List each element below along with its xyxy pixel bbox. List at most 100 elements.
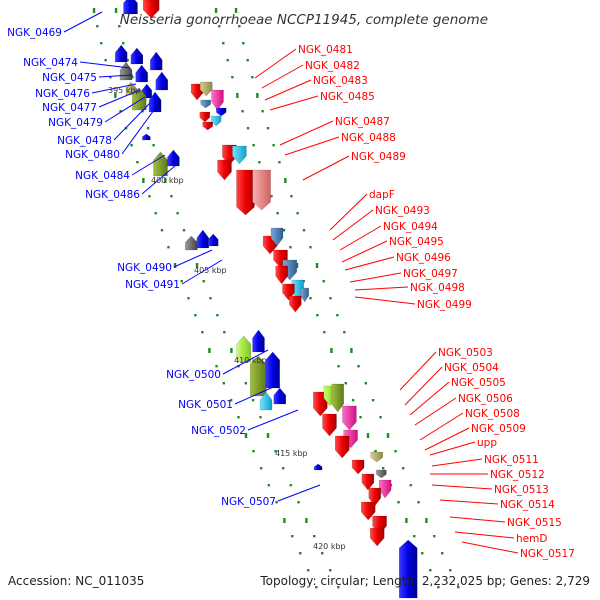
gene-label[interactable]: upp [477, 437, 497, 449]
forward-gene-arrow[interactable] [351, 459, 365, 475]
forward-gene-arrow[interactable] [252, 169, 271, 211]
reverse-gene-arrow[interactable] [135, 64, 148, 83]
reverse-gene-arrow[interactable] [149, 51, 163, 71]
gene-label[interactable]: NGK_0511 [484, 454, 539, 466]
gene-label[interactable]: NGK_0504 [444, 362, 499, 374]
gene-label[interactable]: NGK_0478 [57, 135, 112, 147]
forward-gene-arrow[interactable] [270, 227, 284, 247]
gene-label[interactable]: NGK_0484 [75, 170, 130, 182]
kbp-scale-label: 410 kbp [234, 356, 267, 365]
gene-label[interactable]: NGK_0501 [178, 399, 233, 411]
gene-label[interactable]: NGK_0469 [7, 27, 62, 39]
forward-gene-arrow[interactable] [368, 487, 382, 507]
gene-label[interactable]: NGK_0496 [396, 252, 451, 264]
reverse-gene-arrow[interactable] [130, 47, 144, 65]
reverse-gene-arrow[interactable] [148, 91, 162, 113]
gene-label[interactable]: NGK_0483 [313, 75, 368, 87]
reverse-gene-arrow[interactable] [398, 539, 418, 599]
forward-gene-arrow[interactable] [199, 111, 211, 123]
gene-label[interactable]: NGK_0482 [305, 60, 360, 72]
forward-gene-arrow[interactable] [342, 405, 357, 431]
gene-label[interactable]: NGK_0503 [438, 347, 493, 359]
forward-gene-arrow[interactable] [275, 265, 288, 285]
forward-gene-arrow[interactable] [361, 473, 375, 491]
reverse-gene-arrow[interactable] [313, 463, 323, 471]
reverse-gene-arrow[interactable] [119, 61, 133, 81]
gene-label[interactable]: NGK_0490 [117, 262, 172, 274]
forward-gene-arrow[interactable] [331, 383, 344, 413]
forward-gene-arrow[interactable] [202, 121, 213, 131]
reverse-gene-arrow[interactable] [114, 44, 128, 63]
forward-gene-arrow[interactable] [289, 295, 302, 313]
gene-label[interactable]: NGK_0493 [375, 205, 430, 217]
gene-label[interactable]: NGK_0514 [500, 499, 555, 511]
gene-label[interactable]: NGK_0498 [410, 282, 465, 294]
forward-gene-arrow[interactable] [369, 527, 385, 547]
gene-label[interactable]: NGK_0499 [417, 299, 472, 311]
gene-label[interactable]: NGK_0481 [298, 44, 353, 56]
gene-label[interactable]: NGK_0479 [48, 117, 103, 129]
gene-label[interactable]: NGK_0485 [320, 91, 375, 103]
forward-gene-arrow[interactable] [142, 0, 160, 19]
reverse-gene-arrow[interactable] [265, 351, 280, 389]
gene-label[interactable]: NGK_0512 [490, 469, 545, 481]
forward-gene-arrow[interactable] [211, 89, 224, 111]
forward-gene-arrow[interactable] [232, 145, 247, 165]
map-title-text: Neisseria gonorrhoeae NCCP11945, complet… [119, 12, 488, 28]
label-leader-line [173, 249, 213, 268]
gene-label[interactable]: NGK_0497 [403, 268, 458, 280]
forward-gene-arrow[interactable] [322, 413, 337, 437]
gene-label[interactable]: NGK_0505 [451, 377, 506, 389]
label-leader-line [234, 383, 281, 405]
gene-label[interactable]: NGK_0491 [125, 279, 180, 291]
reverse-gene-arrow[interactable] [207, 233, 219, 247]
gene-label[interactable]: NGK_0513 [494, 484, 549, 496]
forward-gene-arrow[interactable] [236, 169, 255, 216]
gene-label[interactable]: hemD [516, 533, 547, 545]
reverse-gene-arrow[interactable] [273, 387, 287, 405]
gene-label[interactable]: NGK_0500 [166, 369, 221, 381]
reverse-gene-arrow[interactable] [155, 71, 169, 91]
forward-gene-arrow[interactable] [300, 287, 309, 303]
forward-gene-arrow[interactable] [200, 99, 211, 109]
scale-tick [295, 263, 299, 268]
forward-gene-arrow[interactable] [376, 469, 387, 479]
gene-label[interactable]: NGK_0488 [341, 132, 396, 144]
forward-gene-arrow[interactable] [370, 451, 383, 463]
gene-label[interactable]: NGK_0509 [471, 423, 526, 435]
gene-label[interactable]: NGK_0486 [85, 189, 140, 201]
gene-label[interactable]: NGK_0515 [507, 517, 562, 529]
gene-label[interactable]: NGK_0517 [520, 548, 575, 560]
forward-gene-arrow[interactable] [360, 501, 376, 521]
gene-label[interactable]: NGK_0494 [383, 221, 438, 233]
reverse-gene-arrow[interactable] [252, 329, 265, 353]
gene-label[interactable]: NGK_0476 [35, 88, 90, 100]
gene-label[interactable]: NGK_0508 [465, 408, 520, 420]
scale-tick [425, 518, 428, 523]
reverse-gene-arrow[interactable] [142, 133, 151, 141]
scale-tick [195, 263, 199, 268]
gene-label[interactable]: NGK_0507 [221, 496, 276, 508]
forward-gene-arrow[interactable] [217, 159, 232, 181]
reverse-gene-arrow[interactable] [196, 229, 210, 249]
gene-label[interactable]: NGK_0474 [23, 57, 78, 69]
gene-label[interactable]: dapF [369, 189, 395, 201]
forward-gene-arrow[interactable] [215, 107, 227, 117]
gene-label[interactable]: NGK_0489 [351, 151, 406, 163]
reverse-gene-arrow[interactable] [185, 235, 198, 251]
reverse-gene-arrow[interactable] [123, 0, 138, 15]
forward-gene-arrow[interactable] [199, 81, 213, 97]
gene-label[interactable]: NGK_0487 [335, 116, 390, 128]
forward-gene-arrow[interactable] [334, 435, 350, 459]
reverse-gene-arrow[interactable] [153, 151, 168, 177]
gene-label[interactable]: NGK_0495 [389, 236, 444, 248]
gene-label[interactable]: NGK_0506 [458, 393, 513, 405]
gene-label[interactable]: NGK_0502 [191, 425, 246, 437]
gene-label[interactable]: NGK_0477 [42, 102, 97, 114]
gene-label[interactable]: NGK_0480 [65, 149, 120, 161]
reverse-gene-arrow[interactable] [259, 391, 273, 411]
reverse-gene-arrow[interactable] [236, 335, 252, 363]
gene-label[interactable]: NGK_0475 [42, 72, 97, 84]
forward-gene-arrow[interactable] [210, 115, 222, 127]
reverse-gene-arrow[interactable] [167, 149, 180, 167]
